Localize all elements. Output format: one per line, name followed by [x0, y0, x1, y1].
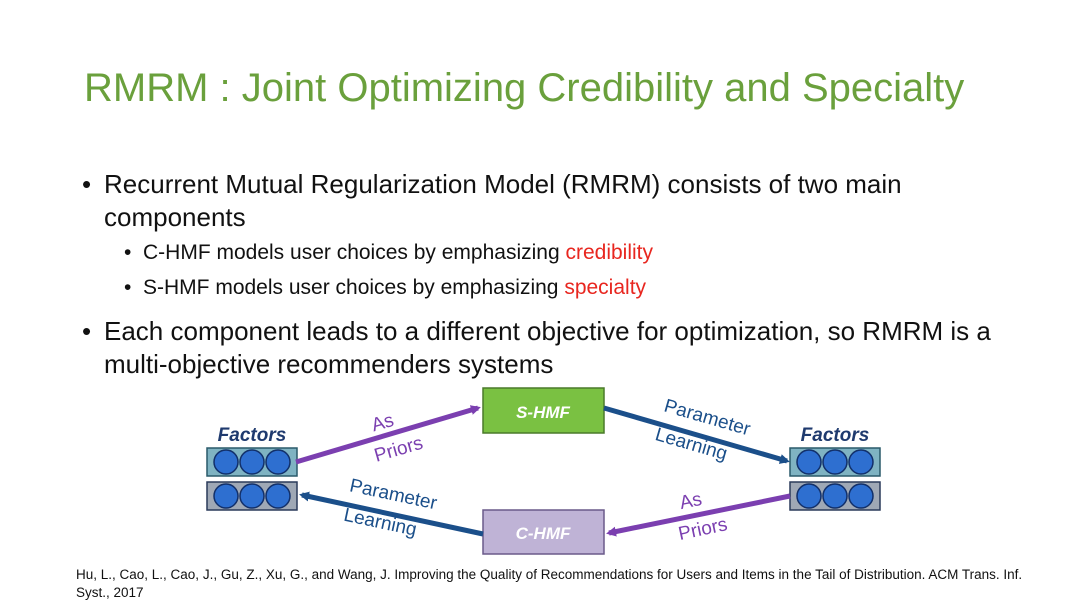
subbullet-text: S-HMF models user choices by emphasizing — [143, 276, 565, 299]
bullet-dot: • — [124, 276, 132, 299]
factors-label-left: Factors — [218, 425, 287, 446]
factor-bar-left-top — [206, 447, 298, 477]
arrow-label-as: As — [678, 489, 704, 514]
bullet-dot: • — [82, 169, 92, 199]
subbullet-text: C-HMF models user choices by emphasizing — [143, 241, 566, 264]
subbullet-shmf: • S-HMF models user choices by emphasizi… — [124, 274, 1004, 302]
factor-bar-left-bottom — [206, 481, 298, 511]
arrow-parameter-learning-bottom — [299, 491, 484, 537]
reference-citation: Hu, L., Cao, L., Cao, J., Gu, Z., Xu, G.… — [76, 567, 1023, 600]
slide-title: RMRM : Joint Optimizing Credibility and … — [84, 66, 965, 110]
bullet-dot: • — [124, 241, 132, 264]
factors-label-right: Factors — [801, 425, 870, 446]
c-hmf-box — [482, 509, 605, 555]
subbullet-chmf: • C-HMF models user choices by emphasizi… — [124, 239, 1004, 267]
bullet-components: • Recurrent Mutual Regularization Model … — [82, 168, 1022, 234]
s-hmf-box — [482, 387, 605, 434]
arrow-as-priors-bottom — [606, 493, 791, 537]
arrow-parameter-learning-top — [603, 405, 790, 464]
bullet-objectives: • Each component leads to a different ob… — [82, 315, 1022, 381]
bullet-text: Recurrent Mutual Regularization Model (R… — [104, 169, 902, 232]
highlight-credibility: credibility — [565, 241, 654, 264]
arrow-as-priors-top — [295, 405, 481, 465]
highlight-specialty: specialty — [564, 276, 647, 299]
s-hmf-label: S-HMF — [516, 403, 570, 422]
bullet-dot: • — [82, 316, 92, 346]
bullet-text: Each component leads to a different obje… — [104, 316, 991, 379]
factor-bar-right-top — [789, 447, 881, 477]
c-hmf-label: C-HMF — [516, 524, 571, 543]
factor-bar-right-bottom — [789, 481, 881, 511]
